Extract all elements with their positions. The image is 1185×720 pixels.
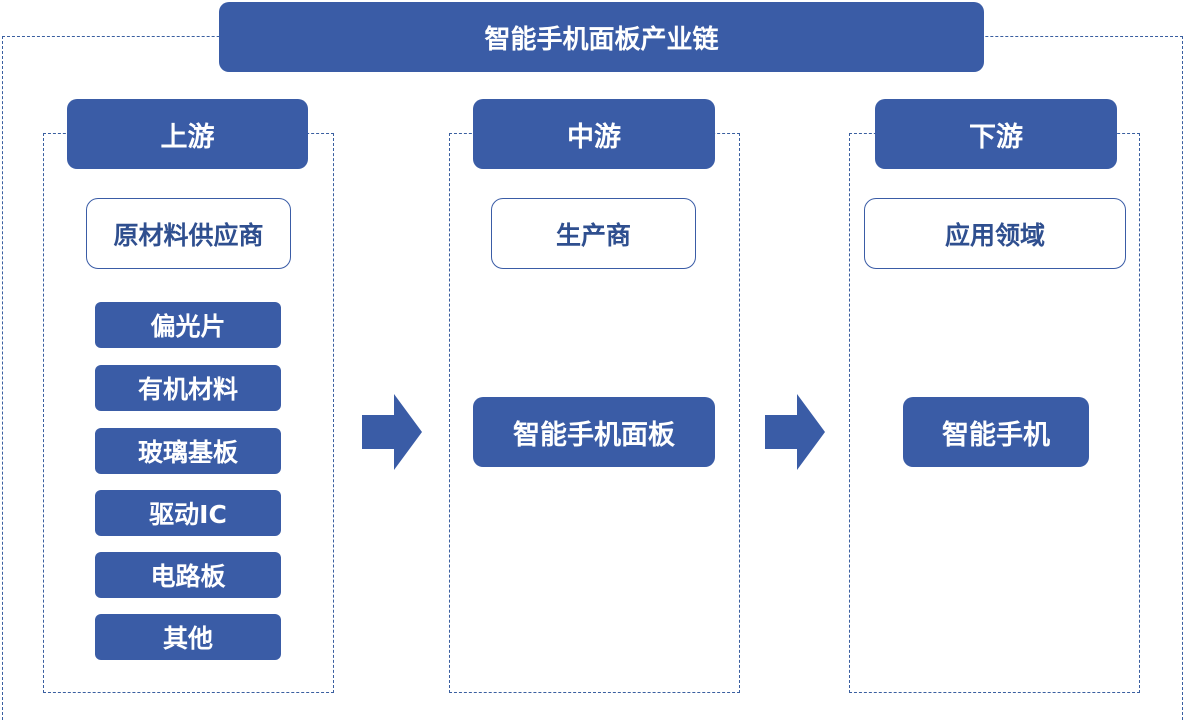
- upstream-item-circuit-board: 电路板: [95, 552, 281, 598]
- upstream-category: 原材料供应商: [86, 198, 291, 269]
- upstream-item-other: 其他: [95, 614, 281, 660]
- downstream-category: 应用领域: [864, 198, 1126, 269]
- midstream-product: 智能手机面板: [473, 397, 715, 467]
- arrow-right-icon: [765, 394, 825, 470]
- midstream-category: 生产商: [491, 198, 696, 269]
- upstream-header: 上游: [67, 99, 308, 169]
- upstream-item-glass-substrate: 玻璃基板: [95, 428, 281, 474]
- upstream-item-polarizer: 偏光片: [95, 302, 281, 348]
- midstream-header: 中游: [473, 99, 715, 169]
- diagram-title: 智能手机面板产业链: [219, 2, 984, 72]
- upstream-item-driver-ic: 驱动IC: [95, 490, 281, 536]
- downstream-header: 下游: [875, 99, 1117, 169]
- downstream-product: 智能手机: [903, 397, 1089, 467]
- upstream-item-organic-material: 有机材料: [95, 365, 281, 411]
- arrow-right-icon: [362, 394, 422, 470]
